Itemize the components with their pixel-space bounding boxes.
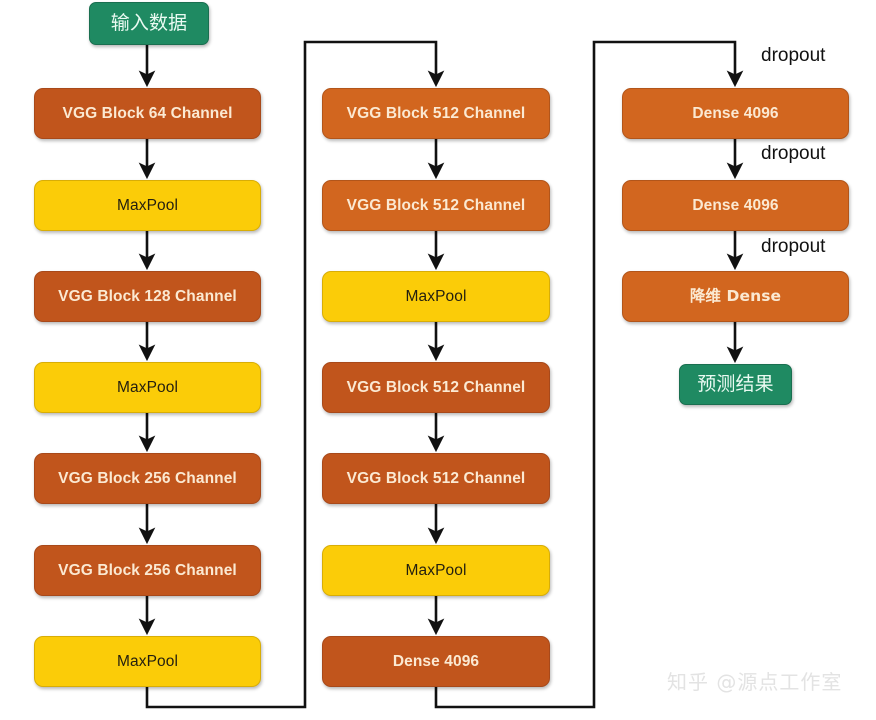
node-maxpool-5[interactable]: MaxPool xyxy=(322,545,550,596)
node-vgg-block-512-c[interactable]: VGG Block 512 Channel xyxy=(322,362,550,413)
node-maxpool-1[interactable]: MaxPool xyxy=(34,180,261,231)
node-dense-4096-2[interactable]: Dense 4096 xyxy=(622,88,849,139)
node-label: 输入数据 xyxy=(110,12,188,34)
node-label: Dense 4096 xyxy=(692,196,779,214)
node-dense-reduce[interactable]: 降维 Dense xyxy=(622,271,849,322)
node-input[interactable]: 输入数据 xyxy=(89,2,209,45)
node-label: Dense 4096 xyxy=(392,652,480,670)
node-dense-4096-3[interactable]: Dense 4096 xyxy=(622,180,849,231)
node-label: VGG Block 64 Channel xyxy=(62,104,233,122)
node-label: MaxPool xyxy=(116,652,178,670)
edge-label-dropout-2: dropout xyxy=(761,143,826,164)
node-label: VGG Block 512 Channel xyxy=(346,196,526,214)
node-label: Dense 4096 xyxy=(692,104,779,122)
node-vgg-block-512-d[interactable]: VGG Block 512 Channel xyxy=(322,453,550,504)
node-maxpool-4[interactable]: MaxPool xyxy=(322,271,550,322)
node-label: MaxPool xyxy=(116,196,178,214)
node-label: 降维 Dense xyxy=(689,286,782,305)
node-maxpool-2[interactable]: MaxPool xyxy=(34,362,261,413)
node-label: VGG Block 512 Channel xyxy=(346,104,526,122)
edge-label-dropout-1: dropout xyxy=(761,45,826,66)
node-label: VGG Block 128 Channel xyxy=(58,287,237,305)
node-label: VGG Block 256 Channel xyxy=(58,469,237,487)
node-label: VGG Block 512 Channel xyxy=(346,378,526,396)
node-dense-4096-1[interactable]: Dense 4096 xyxy=(322,636,550,687)
node-output[interactable]: 预测结果 xyxy=(679,364,792,405)
node-vgg-block-512-b[interactable]: VGG Block 512 Channel xyxy=(322,180,550,231)
node-vgg-block-256-b[interactable]: VGG Block 256 Channel xyxy=(34,545,261,596)
node-label: MaxPool xyxy=(116,378,178,396)
node-label: VGG Block 256 Channel xyxy=(58,561,237,579)
node-label: MaxPool xyxy=(405,287,467,305)
watermark: 知乎 @源点工作室 xyxy=(667,670,843,694)
node-label: MaxPool xyxy=(405,561,467,579)
node-label: VGG Block 512 Channel xyxy=(346,469,526,487)
node-maxpool-3[interactable]: MaxPool xyxy=(34,636,261,687)
node-vgg-block-64[interactable]: VGG Block 64 Channel xyxy=(34,88,261,139)
node-vgg-block-512-a[interactable]: VGG Block 512 Channel xyxy=(322,88,550,139)
node-label: 预测结果 xyxy=(697,373,774,395)
node-vgg-block-256-a[interactable]: VGG Block 256 Channel xyxy=(34,453,261,504)
node-vgg-block-128[interactable]: VGG Block 128 Channel xyxy=(34,271,261,322)
edge-label-dropout-3: dropout xyxy=(761,236,826,257)
